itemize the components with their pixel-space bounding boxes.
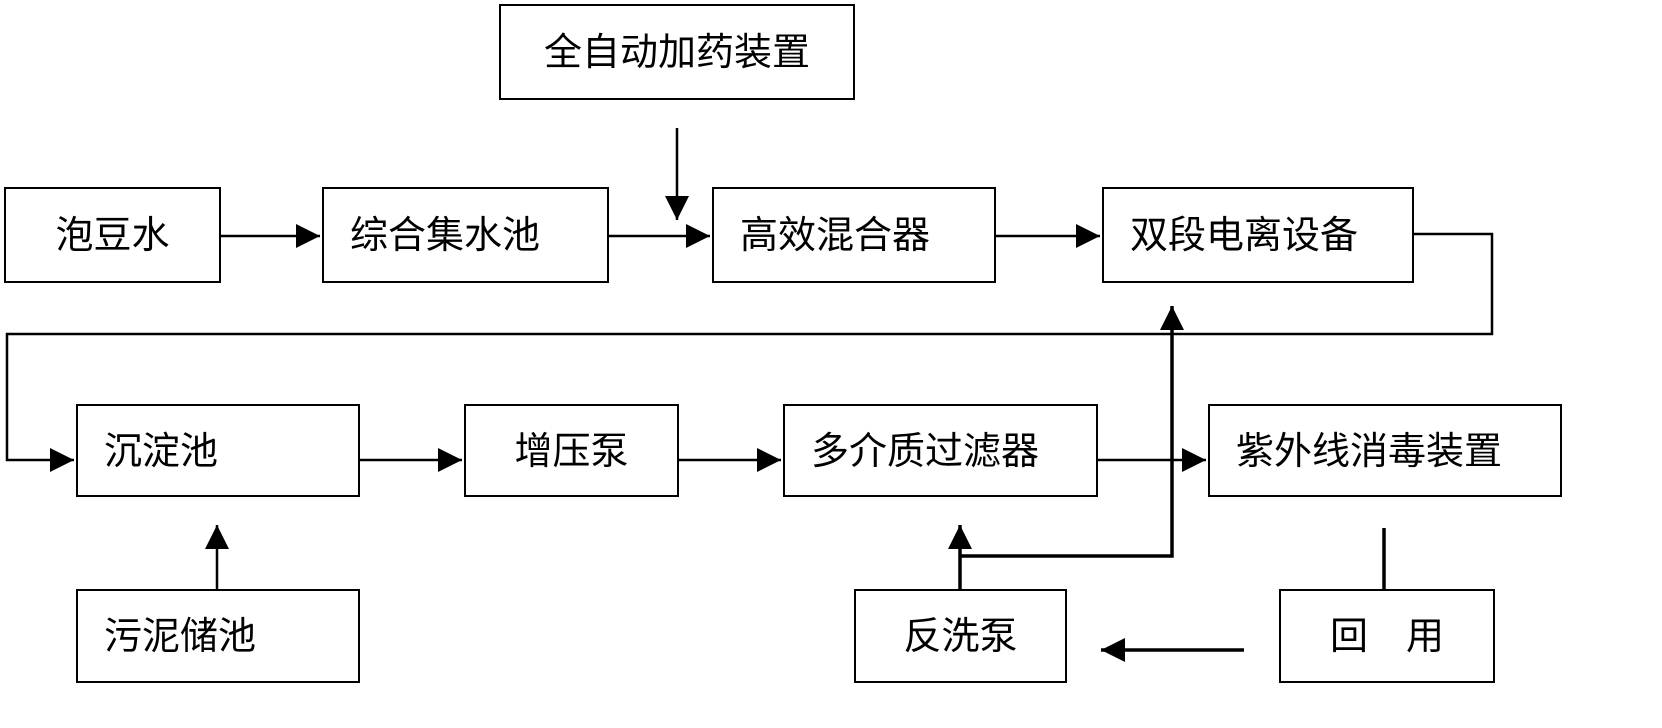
node-settling-tank: 沉淀池 — [76, 404, 360, 497]
node-booster-pump: 增压泵 — [464, 404, 679, 497]
node-media-filter: 多介质过滤器 — [783, 404, 1098, 497]
node-electrolysis: 双段电离设备 — [1102, 187, 1414, 283]
node-reuse: 回 用 — [1279, 589, 1495, 683]
edge-electrolysis-to-settling-tank — [5, 232, 1494, 472]
node-collection-tank: 综合集水池 — [322, 187, 609, 283]
edge-backwash-pump-to-electrolysis — [960, 306, 1184, 558]
node-backwash-pump: 反洗泵 — [854, 589, 1067, 683]
node-mixer: 高效混合器 — [712, 187, 996, 283]
node-dosing: 全自动加药装置 — [499, 4, 855, 100]
node-uv-disinfection: 紫外线消毒装置 — [1208, 404, 1562, 497]
node-sludge-tank: 污泥储池 — [76, 589, 360, 683]
node-raw-water: 泡豆水 — [4, 187, 221, 283]
